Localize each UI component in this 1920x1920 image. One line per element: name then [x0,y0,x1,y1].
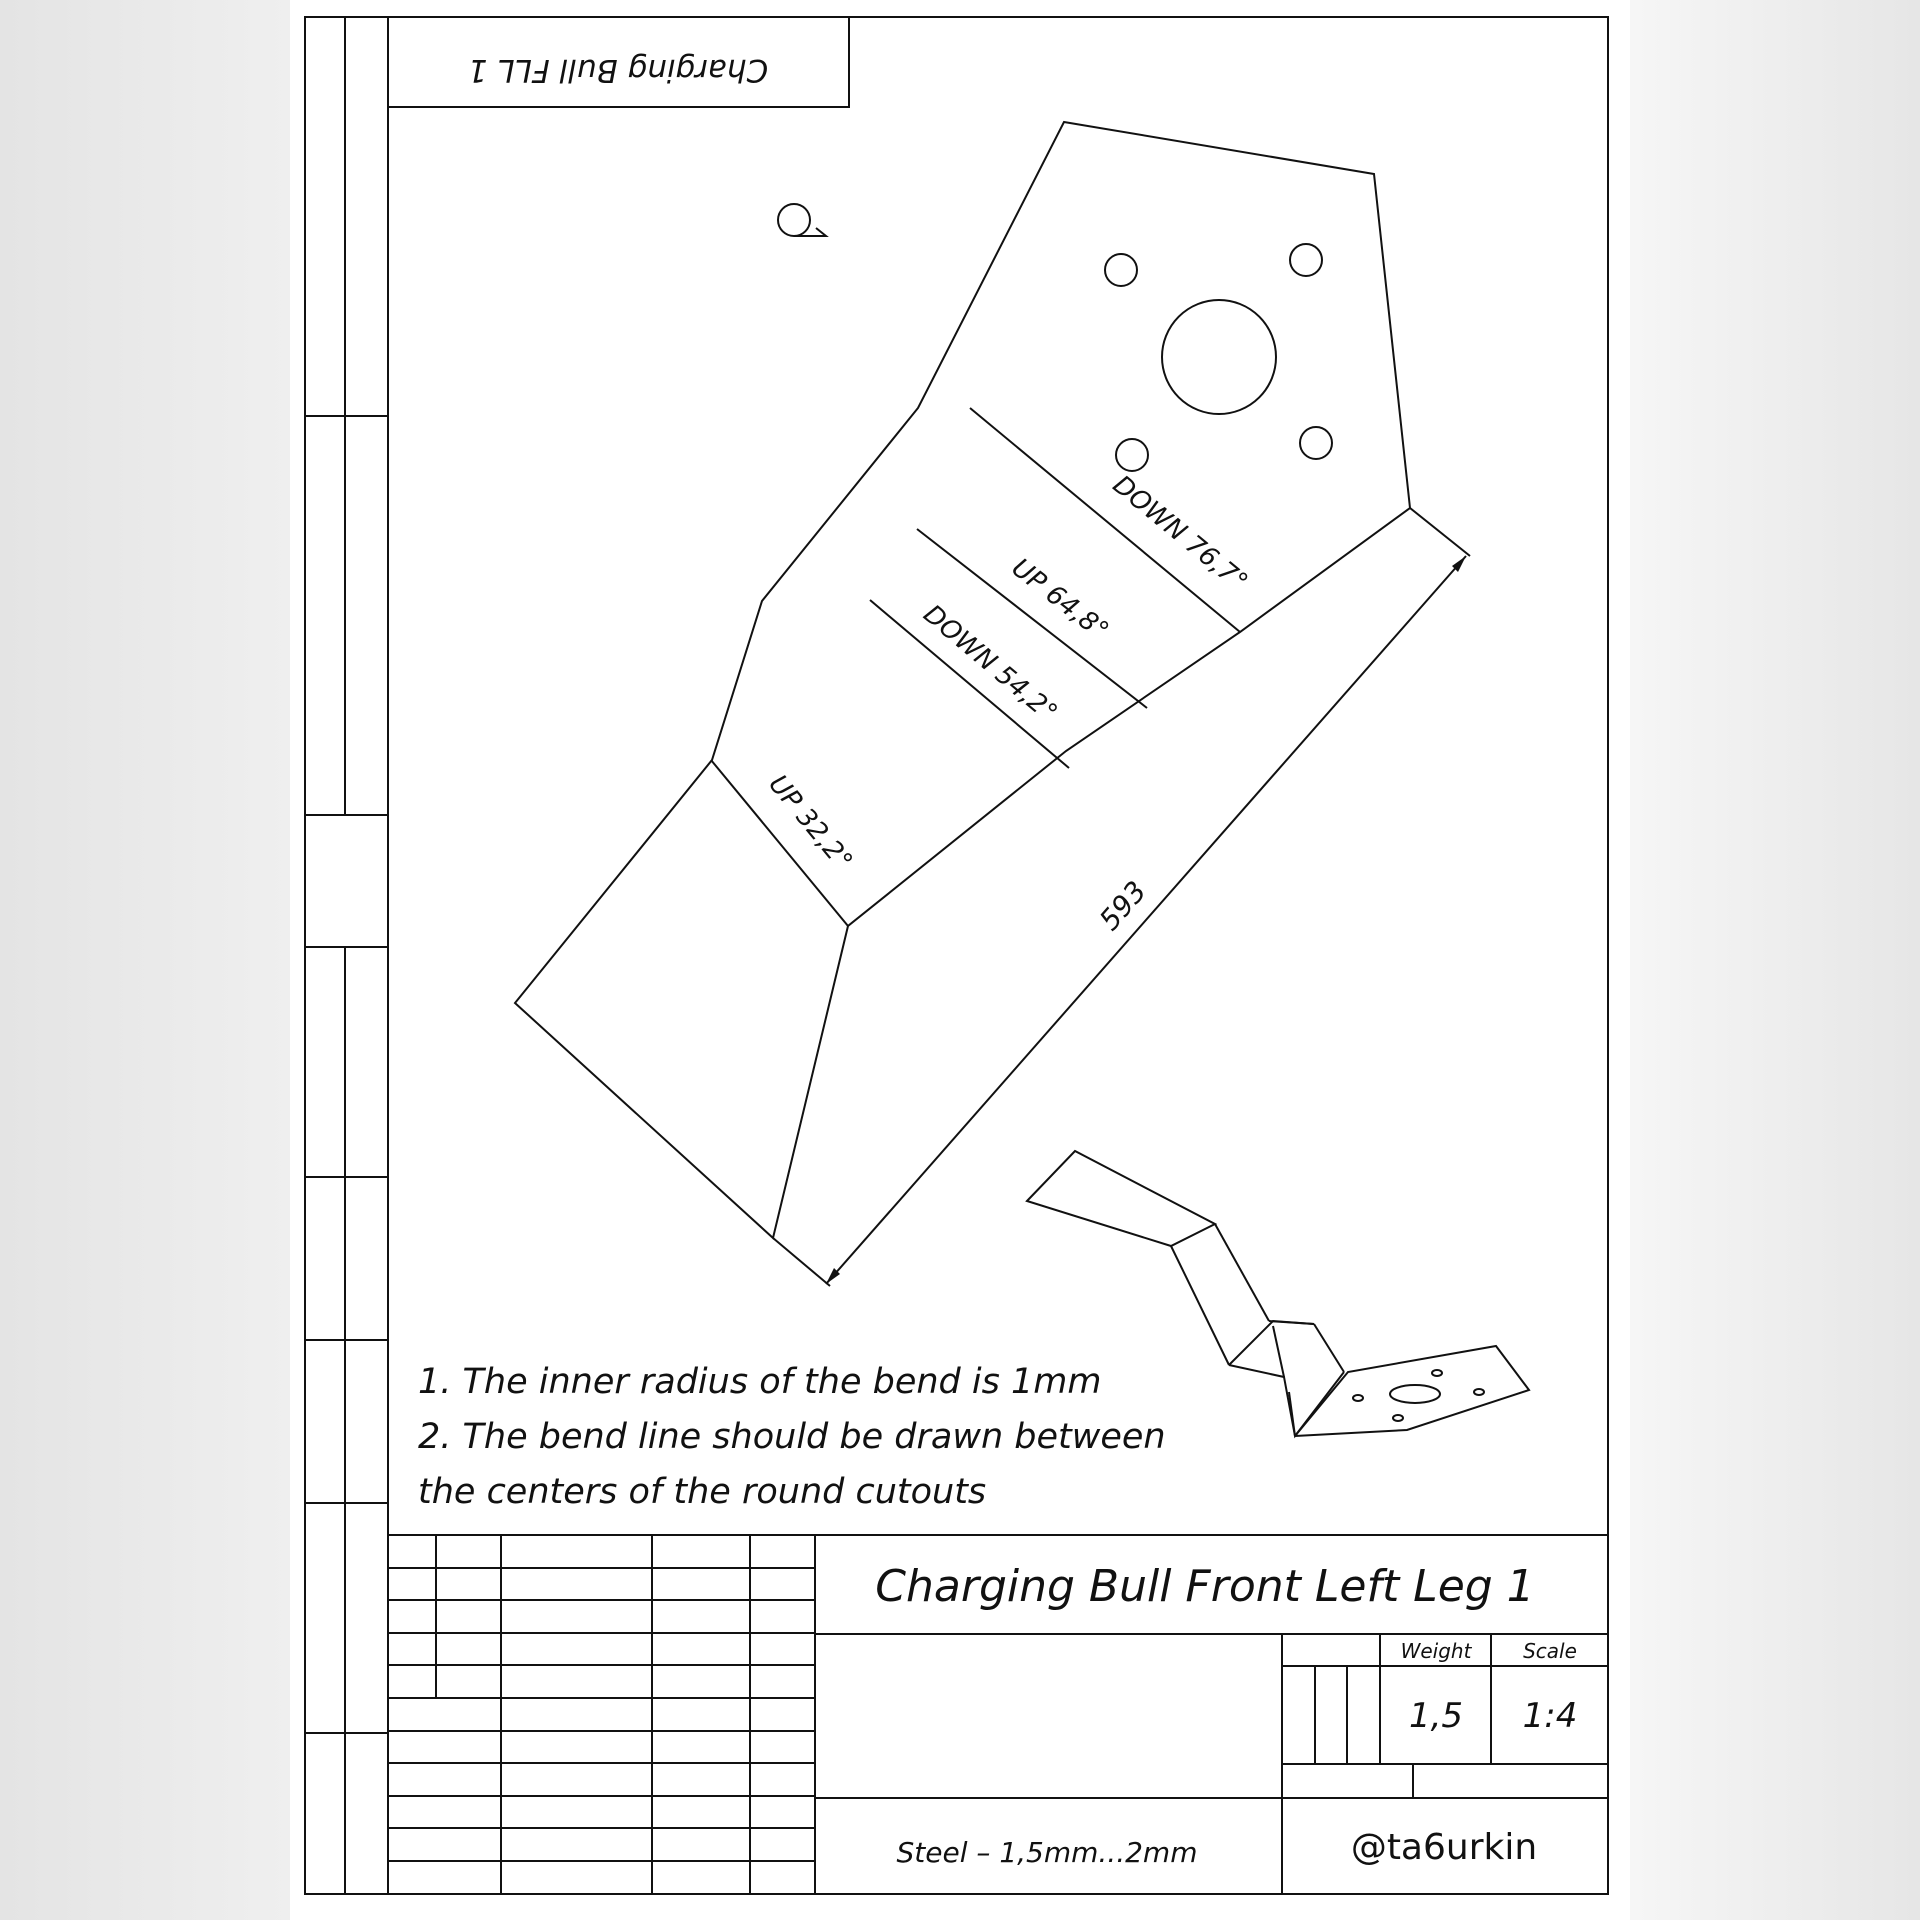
sheet-border [304,16,1609,1895]
mount-hole [1115,438,1149,472]
center-hole [1161,299,1277,415]
material-text: Steel – 1,5mm...2mm [897,1836,1198,1869]
top-stamp-text: Charging Bull FLL 1 [468,52,768,88]
bend-label-up-64: UP 64,8° [1006,553,1114,647]
arrowhead-icon [1452,556,1466,572]
note-line-1: 1. The inner radius of the bend is 1mm [418,1362,1101,1402]
dimension-line [825,555,1467,1285]
bend-line-4 [710,759,849,927]
mount-hole [1104,253,1138,287]
isometric-view [1025,1149,1531,1439]
drawing-title: Charging Bull Front Left Leg 1 [875,1561,1534,1612]
dimension-593-label: 593 [1093,875,1153,937]
bend-label-down-54: DOWN 54,2° [918,599,1063,728]
author-handle: @ta6urkin [1351,1827,1537,1868]
scale-value: 1:4 [1523,1696,1578,1736]
bend-label-up-32: UP 32,2° [762,769,858,876]
mount-hole [1289,243,1323,277]
rotation-arrow-icon [794,227,829,237]
arrowhead-icon [826,1268,840,1284]
top-stamp-box [388,17,850,108]
note-line-2: 2. The bend line should be drawn between [418,1417,1166,1457]
note-line-3: the centers of the round cutouts [418,1472,986,1512]
bend-line-1 [969,407,1241,633]
scale-label: Scale [1523,1639,1577,1663]
bend-label-down-76: DOWN 76,7° [1107,470,1253,598]
mount-hole [1299,426,1333,460]
weight-value: 1,5 [1409,1696,1463,1736]
flat-pattern [513,120,1471,1287]
weight-label: Weight [1401,1639,1473,1663]
bend-line-3 [869,599,1070,769]
bend-line-2 [916,528,1148,709]
rotation-symbol-icon [777,203,811,237]
